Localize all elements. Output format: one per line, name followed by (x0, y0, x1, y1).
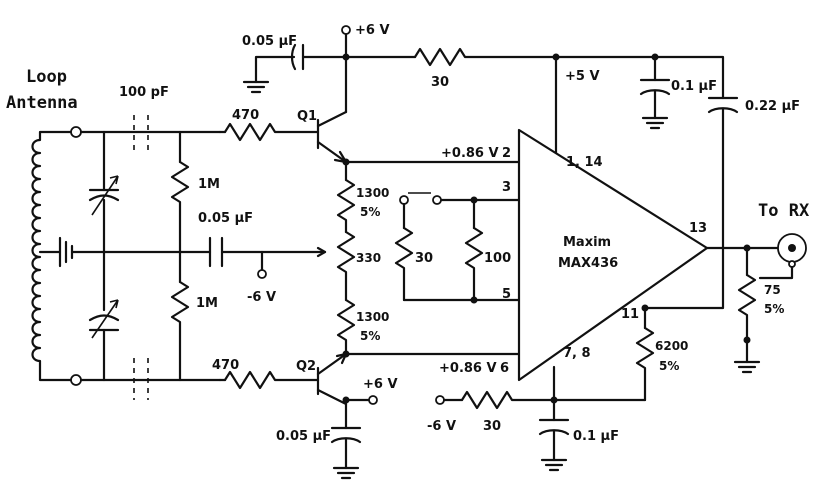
label-pin11: 11 (621, 307, 639, 322)
label-cap-0.1-bottom: 0.1 µF (573, 429, 619, 444)
label-r1300-bottom: 1300 (356, 310, 389, 324)
label-pin2: 2 (502, 146, 511, 161)
resistor-6200 (635, 326, 655, 402)
label-q1: Q1 (297, 109, 317, 124)
label-r330: 330 (356, 251, 381, 265)
terminal-pos6v-bottom (368, 395, 378, 405)
label-pin5: 5 (502, 287, 511, 302)
switch-contact-left (399, 195, 409, 205)
varactor-top (88, 175, 120, 216)
loop-antenna-coil (31, 130, 74, 382)
terminal-pos6v-top (341, 25, 351, 35)
label-r100: 100 (484, 251, 511, 266)
label-pos5v: +5 V (565, 69, 600, 84)
label-r30-mid: 30 (415, 251, 433, 266)
label-r75-tol: 5% (764, 302, 784, 316)
capacitor-100pf-top (133, 115, 149, 155)
resistor-75 (737, 273, 757, 342)
resistor-100 (464, 226, 484, 302)
label-r1m-bottom: 1M (196, 296, 218, 311)
resistor-470-bottom (223, 370, 320, 390)
resistor-1300-top (336, 178, 356, 234)
label-pin6: 6 (500, 361, 509, 376)
label-cap-0.05-bottom: 0.05 µF (276, 429, 331, 444)
label-cap-0.05-mid: 0.05 µF (198, 211, 253, 226)
max436-amplifier (517, 128, 709, 382)
resistor-470-top (223, 122, 320, 142)
bnc-connector-to-rx (777, 233, 807, 268)
label-v086-bottom: +0.86 V (439, 361, 497, 376)
antenna-terminal-top (70, 126, 82, 138)
capacitor-100pf-bottom (133, 358, 149, 400)
resistor-330 (336, 230, 356, 302)
switch-contact-right (432, 195, 442, 205)
label-neg6v-mid: -6 V (247, 290, 276, 305)
label-r1300-bottom-tol: 5% (360, 329, 380, 343)
resistor-1m-bottom (170, 280, 190, 382)
terminal-neg6v-mid (257, 269, 267, 279)
capacitor-0.05uf-mid (208, 236, 327, 268)
resistor-30-bottom (460, 390, 556, 410)
label-pin13: 13 (689, 221, 707, 236)
capacitor-0.1uf-bottom (538, 398, 570, 472)
transistor-q2 (316, 352, 348, 406)
label-r470-top: 470 (232, 108, 259, 123)
label-r30-bottom: 30 (483, 419, 501, 434)
capacitor-0.05uf-bottom (330, 426, 362, 480)
label-amp-name1: Maxim (563, 235, 611, 250)
resistor-30-top (413, 47, 558, 67)
label-pos6v-top: +6 V (355, 23, 390, 38)
label-amp-name2: MAX436 (558, 256, 618, 271)
transistor-q1 (316, 110, 348, 164)
label-pin1-14: 1, 14 (566, 155, 603, 170)
terminal-neg6v-bottom (435, 395, 445, 405)
label-r1300-top: 1300 (356, 186, 389, 200)
label-pin3: 3 (502, 180, 511, 195)
label-r6200: 6200 (655, 339, 688, 353)
label-cap-0.22: 0.22 µF (745, 99, 800, 114)
label-r75: 75 (764, 283, 781, 297)
label-r6200-tol: 5% (659, 359, 679, 373)
label-pos6v-bottom: +6 V (363, 377, 398, 392)
label-r470-bottom: 470 (212, 358, 239, 373)
antenna-terminal-bottom (70, 374, 82, 386)
label-cap-100pf: 100 pF (119, 85, 169, 100)
resistor-1m-top (170, 160, 190, 254)
label-cap-0.05-top: 0.05 µF (242, 34, 297, 49)
label-r30-top: 30 (431, 75, 449, 90)
label-loop: Loop (26, 67, 67, 87)
label-antenna: Antenna (6, 93, 78, 113)
capacitor-0.22uf (643, 96, 739, 310)
label-r1300-top-tol: 5% (360, 205, 380, 219)
resistor-30-mid (394, 226, 414, 302)
label-v086-top: +0.86 V (441, 146, 499, 161)
capacitor-0.05uf-top (242, 43, 348, 94)
label-to-rx: To RX (758, 201, 810, 221)
label-q2: Q2 (296, 359, 316, 374)
label-neg6v-bottom: -6 V (427, 419, 456, 434)
capacitor-0.1uf-top (639, 55, 671, 130)
resistor-1300-bottom (336, 298, 356, 356)
label-cap-0.1-top: 0.1 µF (671, 79, 717, 94)
label-pin7-8: 7, 8 (563, 346, 591, 361)
label-r1m-top: 1M (198, 177, 220, 192)
